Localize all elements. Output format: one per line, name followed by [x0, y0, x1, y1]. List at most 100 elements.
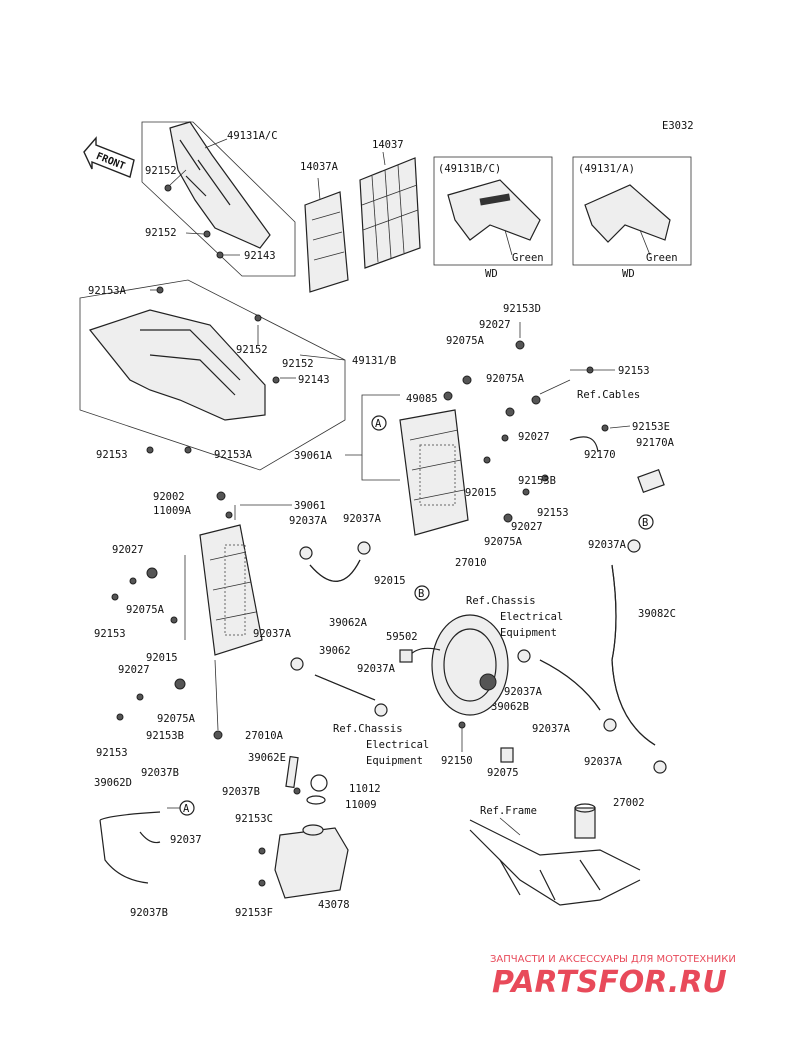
label-92027-4: 92027: [112, 544, 144, 556]
label-92037a-7: 92037A: [532, 723, 571, 735]
label-92037a-6: 92037A: [504, 686, 543, 698]
label-92027-2: 92027: [518, 431, 550, 443]
label-92143-a: 92143: [244, 250, 276, 262]
label-92153c: 92153C: [235, 813, 273, 825]
label-49131ac: 49131A/C: [227, 130, 278, 142]
fan-59502: [399, 614, 514, 763]
label-14037a: 14037A: [300, 161, 339, 173]
label-92153-2: 92153: [618, 365, 650, 377]
label-43078: 43078: [318, 899, 350, 911]
label-92075: 92075: [487, 767, 519, 779]
label-92037: 92037: [170, 834, 202, 846]
shroud-ac-group: [141, 121, 296, 277]
label-27010: 27010: [455, 557, 487, 569]
label-92153e: 92153E: [632, 421, 670, 433]
label-92153a-2: 92153A: [214, 449, 253, 461]
label-39062e: 39062E: [248, 752, 286, 764]
label-92027-1: 92027: [479, 319, 511, 331]
label-92037a-3: 92037A: [588, 539, 627, 551]
callout-b-text-2: B: [418, 588, 424, 600]
label-92027-5: 92027: [118, 664, 150, 676]
label-92153-3: 92153: [537, 507, 569, 519]
label-39062: 39062: [319, 645, 351, 657]
label-92015-3: 92015: [146, 652, 178, 664]
hoses: [290, 539, 667, 774]
label-92037b-1: 92037B: [141, 767, 179, 779]
label-green-1: Green: [512, 252, 544, 264]
label-92037a-2: 92037A: [343, 513, 382, 525]
callout-b-1: B: [638, 514, 654, 530]
watermark: ЗАПЧАСТИ И АКСЕССУАРЫ ДЛЯ МОТОТЕХНИКИ PA…: [490, 954, 736, 1000]
label-49085: 49085: [406, 393, 438, 405]
label-59502: 59502: [386, 631, 418, 643]
watermark-brand: PARTSFOR.RU: [492, 965, 727, 1000]
label-39082c: 39082C: [638, 608, 676, 620]
label-92153b-1: 92153B: [518, 475, 556, 487]
label-92153-4: 92153: [94, 628, 126, 640]
callout-a-2: A: [179, 800, 195, 816]
label-92037a-1: 92037A: [289, 515, 328, 527]
label-ref-chassis-1: Ref.Chassis: [466, 595, 536, 607]
label-92037b-2: 92037B: [222, 786, 260, 798]
callout-a-1: A: [371, 415, 387, 431]
label-11009a: 11009A: [153, 505, 192, 517]
label-92075a-5: 92075A: [157, 713, 196, 725]
label-92037a-4: 92037A: [253, 628, 292, 640]
label-92143-b: 92143: [298, 374, 330, 386]
label-92075a-1: 92075A: [446, 335, 485, 347]
label-ref-frame: Ref.Frame: [480, 805, 537, 817]
label-11012: 11012: [349, 783, 381, 795]
label-49131a: (49131/A): [578, 163, 635, 175]
label-92002: 92002: [153, 491, 185, 503]
radiator-left-39061a: [345, 322, 665, 536]
label-green-2: Green: [646, 252, 678, 264]
front-arrow-icon: FRONT: [83, 136, 135, 178]
callout-b-2: B: [414, 585, 430, 601]
label-92150: 92150: [441, 755, 473, 767]
label-92170a: 92170A: [636, 437, 675, 449]
label-92037a-8: 92037A: [584, 756, 623, 768]
label-92015-2: 92015: [374, 575, 406, 587]
label-92075a-4: 92075A: [126, 604, 165, 616]
label-49131bc: (49131B/C): [438, 163, 501, 175]
label-92153-1: 92153: [96, 449, 128, 461]
label-92153d: 92153D: [503, 303, 541, 315]
watermark-subtitle: ЗАПЧАСТИ И АКСЕССУАРЫ ДЛЯ МОТОТЕХНИКИ: [490, 954, 736, 965]
label-92152-c: 92152: [236, 344, 268, 356]
label-elec-1: Electrical: [500, 611, 563, 623]
radiator-right-39061: [111, 491, 292, 740]
variant-box-bc: [433, 156, 553, 266]
label-27002: 27002: [613, 797, 645, 809]
frame-reference: [469, 803, 641, 906]
reservoir-tank-43078: [99, 755, 349, 899]
label-92152-d: 92152: [282, 358, 314, 370]
label-92075a-3: 92075A: [484, 536, 523, 548]
label-92152-b: 92152: [145, 227, 177, 239]
label-92153b-2: 92153B: [146, 730, 184, 742]
label-equip-1: Equipment: [500, 627, 557, 639]
label-wd-1: WD: [485, 268, 498, 280]
label-92075a-2: 92075A: [486, 373, 525, 385]
label-49131b: 49131/B: [352, 355, 396, 367]
label-92037b-3: 92037B: [130, 907, 168, 919]
label-39062a: 39062A: [329, 617, 368, 629]
label-92153a-1: 92153A: [88, 285, 127, 297]
label-11009: 11009: [345, 799, 377, 811]
label-elec-2: Electrical: [366, 739, 429, 751]
label-14037: 14037: [372, 139, 404, 151]
label-ref-chassis-2: Ref.Chassis: [333, 723, 403, 735]
label-wd-2: WD: [622, 268, 635, 280]
label-92037a-5: 92037A: [357, 663, 396, 675]
label-92015-1: 92015: [465, 487, 497, 499]
callout-b-text-1: B: [642, 517, 648, 529]
callout-a-text-1: A: [375, 418, 382, 430]
label-92027-3: 92027: [511, 521, 543, 533]
label-ref-cables: Ref.Cables: [577, 389, 640, 401]
label-39061: 39061: [294, 500, 326, 512]
label-27010a: 27010A: [245, 730, 284, 742]
shroud-b-group: [79, 279, 346, 471]
label-92153f: 92153F: [235, 907, 273, 919]
label-equip-2: Equipment: [366, 755, 423, 767]
label-39062b: 39062B: [491, 701, 529, 713]
label-92170: 92170: [584, 449, 616, 461]
